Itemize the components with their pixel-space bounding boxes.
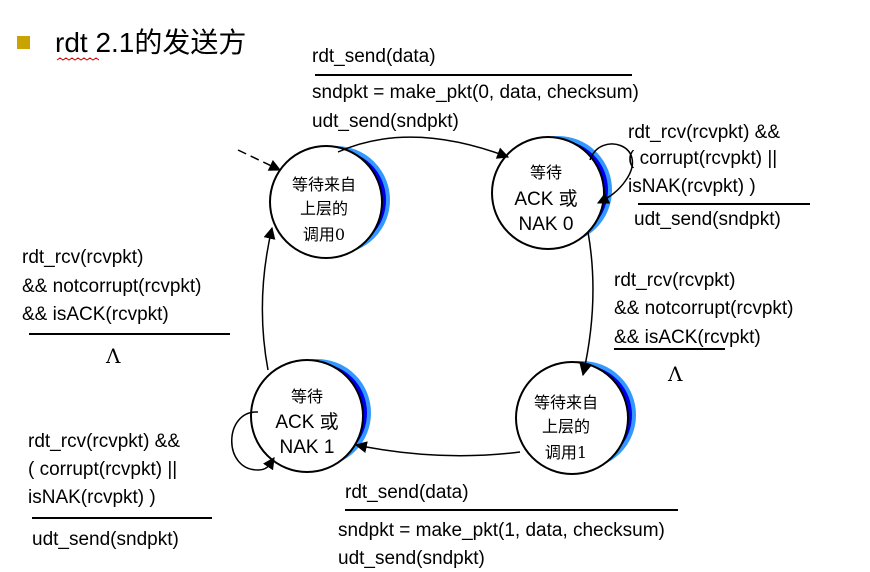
self-loop-ack1 xyxy=(231,411,275,471)
transition-event: && isACK(rcvpkt) xyxy=(614,327,761,348)
transition-event: rdt_rcv(rcvpkt) && xyxy=(628,122,780,143)
transition-event: rdt_send(data) xyxy=(312,46,436,67)
state-wait-ack-1: 等待 ACK 或 NAK 1 xyxy=(250,359,371,473)
transition-action: udt_send(sndpkt) xyxy=(634,209,781,230)
transition-action: udt_send(sndpkt) xyxy=(338,548,485,569)
self-loop-ack0 xyxy=(589,143,634,204)
state-label-line: 等待来自 xyxy=(534,393,598,412)
state-label-line: NAK 0 xyxy=(519,214,574,235)
transition-action: sndpkt = make_pkt(1, data, checksum) xyxy=(338,520,665,541)
state-label-line: ACK 或 xyxy=(275,411,338,433)
state-label-line: 上层的 xyxy=(300,199,348,218)
transition-event: rdt_send(data) xyxy=(345,482,469,503)
transition-arrow-ack0-call1 xyxy=(579,231,594,377)
lambda-action: Λ xyxy=(667,362,683,386)
state-label-line: ACK 或 xyxy=(514,188,577,210)
state-label-line: 调用0 xyxy=(303,225,345,244)
transition-action: udt_send(sndpkt) xyxy=(312,111,459,132)
transition-event: rdt_rcv(rcvpkt) && xyxy=(28,431,180,452)
transition-event: isNAK(rcvpkt) ) xyxy=(628,176,756,197)
transition-action: sndpkt = make_pkt(0, data, checksum) xyxy=(312,82,639,103)
state-label-line: 等待来自 xyxy=(292,175,356,194)
title-suffix: 的发送方 xyxy=(134,26,246,59)
transition-event: && isACK(rcvpkt) xyxy=(22,304,169,325)
state-label-line: 等待 xyxy=(291,387,323,406)
state-label-line: NAK 1 xyxy=(280,437,335,458)
slide-title: rdt 2.1的发送方 xyxy=(55,26,246,59)
initial-arrow xyxy=(237,149,282,171)
title-bullet xyxy=(17,36,30,49)
transition-arrow-call0-ack0 xyxy=(337,136,510,159)
state-wait-call-0: 等待来自 上层的 调用0 xyxy=(269,145,390,259)
state-wait-call-1: 等待来自 上层的 调用1 xyxy=(515,361,636,475)
state-label-line: 等待 xyxy=(530,163,562,182)
lambda-action: Λ xyxy=(105,344,121,368)
spellcheck-underline xyxy=(56,57,100,61)
transition-event: ( corrupt(rcvpkt) || xyxy=(28,459,177,480)
state-label-line: 调用1 xyxy=(545,443,587,462)
transition-event: ( corrupt(rcvpkt) || xyxy=(628,148,777,169)
transition-event: && notcorrupt(rcvpkt) xyxy=(22,276,202,297)
transition-event: && notcorrupt(rcvpkt) xyxy=(614,298,794,319)
transition-event: rdt_rcv(rcvpkt) xyxy=(614,270,735,291)
transition-action: udt_send(sndpkt) xyxy=(32,529,179,550)
title-prefix: rdt 2.1 xyxy=(55,27,134,58)
transition-event: rdt_rcv(rcvpkt) xyxy=(22,247,143,268)
transition-arrow-ack1-call0 xyxy=(261,226,276,371)
transition-arrow-call1-ack1 xyxy=(354,441,521,457)
transition-event: isNAK(rcvpkt) ) xyxy=(28,487,156,508)
state-label-line: 上层的 xyxy=(542,417,590,436)
